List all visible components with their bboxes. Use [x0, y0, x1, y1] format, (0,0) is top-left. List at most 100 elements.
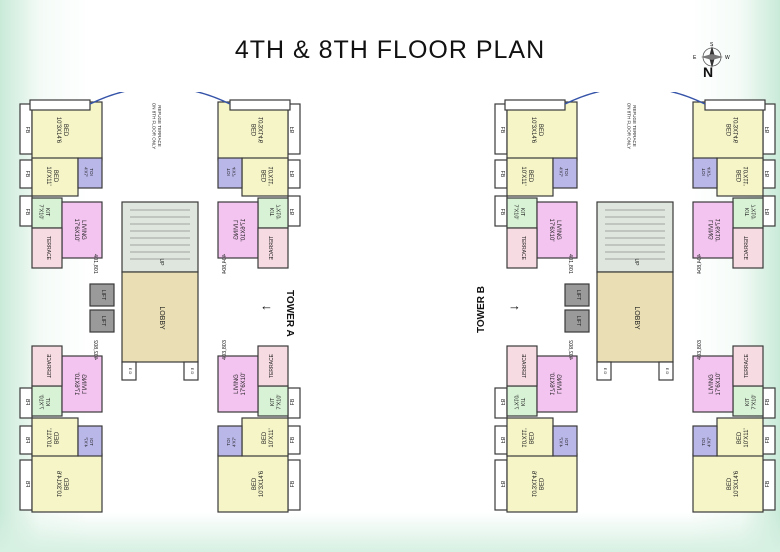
bedroom-large-label: BED10'3X14'6 — [252, 117, 265, 144]
flat-number: 401,801 — [567, 254, 573, 274]
terrace — [732, 345, 764, 387]
lift-2-label: LIFT — [575, 316, 581, 326]
bedroom-small-label: BED10'X11' — [737, 428, 750, 447]
terrace — [506, 345, 538, 387]
flat-number: 401,801 — [92, 254, 98, 274]
bedroom-large — [31, 101, 103, 161]
ed-label-2: E D — [190, 368, 195, 375]
kitchen — [506, 197, 538, 229]
refuge-terrace-arc — [564, 92, 706, 105]
electric-duct-1 — [121, 361, 137, 381]
toilet — [692, 157, 718, 189]
living-room — [61, 201, 103, 259]
toilet — [217, 157, 243, 189]
toilet-label: TOI4'X7' — [226, 437, 237, 447]
fb-label: FB — [290, 127, 296, 134]
flat-wing-3: FBBED10'3X14'6FBBED10'X11'TOI4'X7'FBKIT7… — [692, 340, 776, 513]
refuge-terrace-arc — [89, 92, 231, 105]
tower-b-label: TOWER B — [476, 286, 487, 334]
refuge-terrace-label: REFUGE TERRACEON 8TH FLOOR ONLY — [152, 103, 163, 149]
living-label: LIVING17'6X10' — [548, 373, 561, 396]
bedroom-large-label: BED10'3X14'6 — [252, 470, 265, 497]
fb-label: FB — [765, 127, 771, 134]
stair-up-label: UP — [633, 259, 639, 267]
living-room — [692, 355, 734, 413]
flat-wing-1: FBBED10'3X14'6FBBED10'X11'TOI4'X7'FBKIT7… — [692, 101, 776, 274]
living-label: LIVING17'6X10' — [73, 219, 86, 242]
fb-label: FB — [499, 127, 505, 134]
toilet-label: TOI4'X7' — [701, 437, 712, 447]
lift-1-label: LIFT — [100, 290, 106, 300]
flat-number: 404,804 — [697, 254, 703, 274]
living-room — [217, 355, 259, 413]
fb-label-3: FB — [290, 398, 296, 405]
bedroom-large-label: BED10'3X14'6 — [530, 117, 543, 144]
top-right-terrace-strip — [229, 99, 291, 111]
bedroom-small-label: BED10'X11' — [520, 166, 533, 185]
fb-label-2: FB — [24, 171, 30, 178]
fb-label-3: FB — [765, 398, 771, 405]
bedroom-small — [506, 157, 554, 197]
fb-label-2: FB — [765, 436, 771, 443]
page-title: 4TH & 8TH FLOOR PLAN — [234, 36, 546, 64]
terrace — [257, 345, 289, 387]
tower-b-arrow: → — [508, 298, 521, 313]
bedroom-small — [241, 157, 289, 197]
toilet-label: TOI4'X7' — [701, 167, 712, 177]
lift-2-label: LIFT — [100, 316, 106, 326]
refuge-terrace-label: REFUGE TERRACEON 8TH FLOOR ONLY — [627, 103, 638, 149]
fb-label-2: FB — [290, 436, 296, 443]
toilet-label: TOI4'X7' — [226, 167, 237, 177]
fb-label: FB — [499, 480, 505, 487]
electric-duct-2 — [183, 361, 199, 381]
terrace — [506, 227, 538, 269]
top-right-terrace-strip — [704, 99, 766, 111]
living-label: LIVING17'6X10' — [709, 373, 722, 396]
terrace — [732, 227, 764, 269]
bedroom-small — [716, 417, 764, 457]
tower-a-label: TOWER A — [284, 290, 295, 337]
living-room — [536, 355, 578, 413]
kitchen-label: KIT7'X10' — [38, 395, 51, 410]
kitchen-label: KIT7'X10' — [513, 205, 526, 220]
ed-label-1: E D — [128, 368, 133, 375]
top-left-terrace-strip — [504, 99, 566, 111]
terrace-label: TERRACE — [269, 236, 275, 261]
fb-label-3: FB — [24, 209, 30, 216]
fb-label-2: FB — [765, 171, 771, 178]
toilet — [552, 425, 578, 457]
ed-label-1: E D — [603, 368, 608, 375]
terrace — [31, 227, 63, 269]
fb-label-3: FB — [499, 209, 505, 216]
bedroom-large — [217, 453, 289, 513]
terrace-label: TERRACE — [520, 353, 526, 378]
flat-number: 402,802 — [92, 340, 98, 360]
lobby-label: LOBBY — [633, 306, 640, 330]
bottom-gradient — [0, 512, 780, 552]
bedroom-large — [506, 453, 578, 513]
kitchen-label: KIT7'X10' — [38, 205, 51, 220]
lift-1 — [564, 283, 590, 307]
toilet-label: TOI4'X7' — [559, 437, 570, 447]
living-room — [536, 201, 578, 259]
bedroom-large-label: BED10'3X14'6 — [727, 470, 740, 497]
lobby — [121, 271, 199, 363]
terrace-label: TERRACE — [520, 236, 526, 261]
electric-duct-2 — [658, 361, 674, 381]
bedroom-large — [31, 453, 103, 513]
fb-label-2: FB — [24, 436, 30, 443]
kitchen-label: KIT7'X10' — [513, 395, 526, 410]
fb-label: FB — [24, 480, 30, 487]
fb-label-3: FB — [290, 209, 296, 216]
fb-label: FB — [765, 480, 771, 487]
fb-label-3: FB — [499, 398, 505, 405]
living-room — [61, 355, 103, 413]
flat-number: 404,804 — [222, 254, 228, 274]
bedroom-small — [241, 417, 289, 457]
bedroom-small — [506, 417, 554, 457]
